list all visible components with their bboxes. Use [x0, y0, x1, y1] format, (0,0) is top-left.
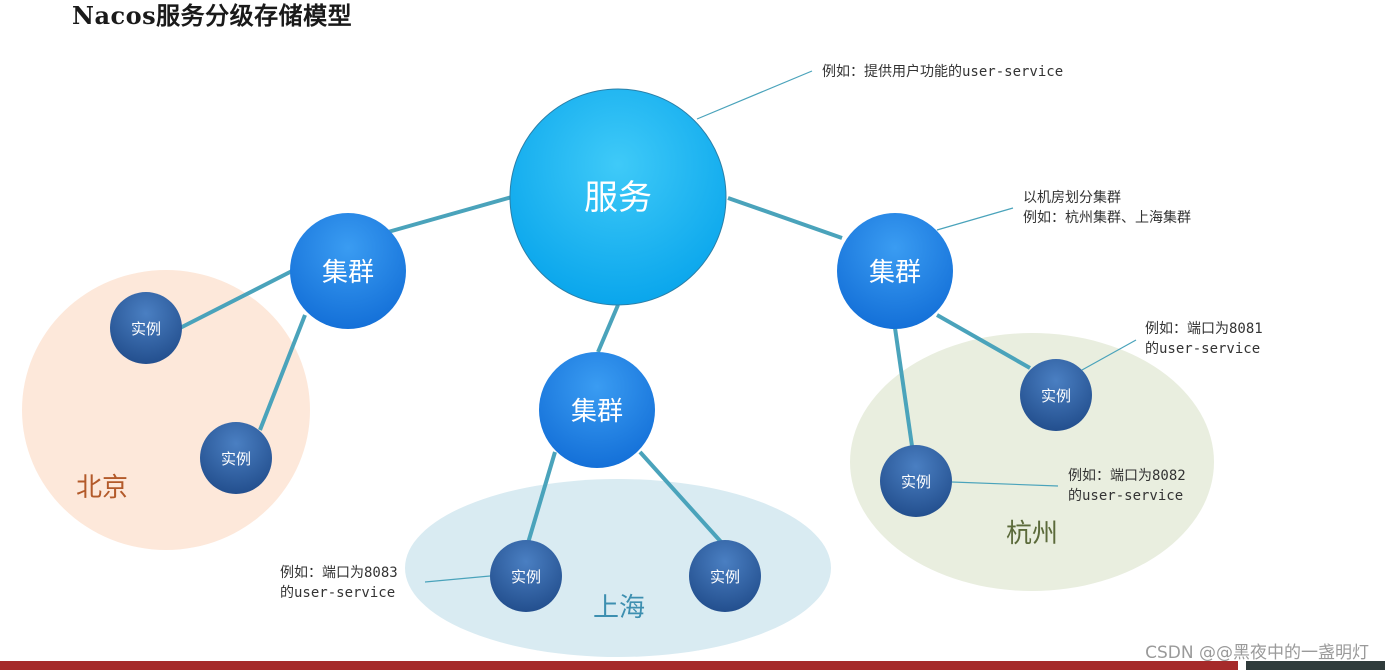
note-line: 例如：端口为8083: [280, 565, 398, 581]
service-node: 服务: [509, 88, 727, 306]
note-line: 的user-service: [1068, 488, 1184, 504]
edge-cluster-left-instance-a: [179, 269, 293, 330]
cluster-circle: [837, 213, 953, 329]
region-label-hangzhou: 杭州: [1006, 519, 1058, 549]
edge-cluster-right-instance-a: [936, 313, 1031, 370]
instance-node-shanghai-b: 实例: [689, 540, 761, 612]
note-line: 以机房划分集群: [1023, 190, 1121, 206]
cluster-node-hangzhou: 集群: [837, 213, 953, 329]
instance-node-beijing-a: 实例: [110, 292, 182, 364]
region-shanghai-area: [405, 479, 831, 657]
instance-label: 实例: [1041, 387, 1071, 405]
note-instance-8081: 例如：端口为8081 的user-service: [1145, 319, 1263, 359]
callout-line-service: [696, 70, 813, 120]
instance-circle: [689, 540, 761, 612]
instance-circle: [110, 292, 182, 364]
instance-label: 实例: [221, 450, 251, 468]
edge-cluster-center-instance-b: [638, 450, 724, 545]
region-hangzhou: [850, 333, 1214, 591]
note-line: 的user-service: [280, 585, 396, 601]
region-hangzhou-area: [850, 333, 1214, 591]
page-title: Nacos服务分级存储模型: [72, 1, 353, 30]
instance-label: 实例: [710, 568, 740, 586]
note-cluster-example: 以机房划分集群 例如：杭州集群、上海集群: [1023, 188, 1191, 228]
edge-cluster-right-instance-b: [893, 327, 914, 447]
callout-line-8083: [424, 575, 491, 583]
region-shanghai: [405, 479, 831, 657]
note-instance-8082: 例如：端口为8082 的user-service: [1068, 466, 1186, 506]
callout-line-8082: [951, 481, 1059, 487]
edge-cluster-center-instance-a: [526, 451, 557, 544]
cluster-label: 集群: [869, 258, 921, 288]
instance-node-hangzhou-b: 实例: [880, 445, 952, 517]
callout-line-8081: [1081, 339, 1137, 371]
cluster-circle: [290, 213, 406, 329]
instance-node-hangzhou-a: 实例: [1020, 359, 1092, 431]
region-label-shanghai: 上海: [593, 593, 645, 623]
instance-circle: [1020, 359, 1092, 431]
instance-circle: [200, 422, 272, 494]
service-circle: [509, 88, 727, 306]
edge-cluster-left-instance-b: [258, 314, 307, 431]
edge-service-cluster-center: [596, 304, 620, 353]
cluster-label: 集群: [571, 397, 623, 427]
note-line: 例如：提供用户功能的user-service: [822, 64, 1064, 80]
note-line: 例如：端口为8082: [1068, 468, 1186, 484]
instance-node-shanghai-a: 实例: [490, 540, 562, 612]
cluster-label: 集群: [322, 258, 374, 288]
callout-lines: [424, 70, 1137, 583]
cluster-circle: [539, 352, 655, 468]
instance-label: 实例: [901, 473, 931, 491]
region-label-beijing: 北京: [76, 473, 128, 503]
edge-service-cluster-left: [387, 195, 513, 234]
note-line: 例如：杭州集群、上海集群: [1023, 210, 1191, 226]
csdn-watermark: CSDN @@黑夜中的一盏明灯: [1145, 643, 1369, 663]
cluster-node-beijing: 集群: [290, 213, 406, 329]
footer-bar-dark: [1246, 661, 1385, 670]
instance-label: 实例: [511, 568, 541, 586]
cluster-node-shanghai: 集群: [539, 352, 655, 468]
instance-label: 实例: [131, 320, 161, 338]
note-line: 的user-service: [1145, 341, 1261, 357]
note-service-example: 例如：提供用户功能的user-service: [822, 62, 1063, 82]
callout-line-cluster: [936, 207, 1014, 231]
edges: [179, 195, 1031, 545]
instance-circle: [880, 445, 952, 517]
note-line: 例如：端口为8081: [1145, 321, 1263, 337]
edge-service-cluster-right: [727, 196, 843, 240]
service-label: 服务: [584, 178, 652, 218]
instance-node-beijing-b: 实例: [200, 422, 272, 494]
note-instance-8083: 例如：端口为8083 的user-service: [280, 563, 398, 603]
instance-circle: [490, 540, 562, 612]
footer-bar-red: [0, 661, 1238, 670]
